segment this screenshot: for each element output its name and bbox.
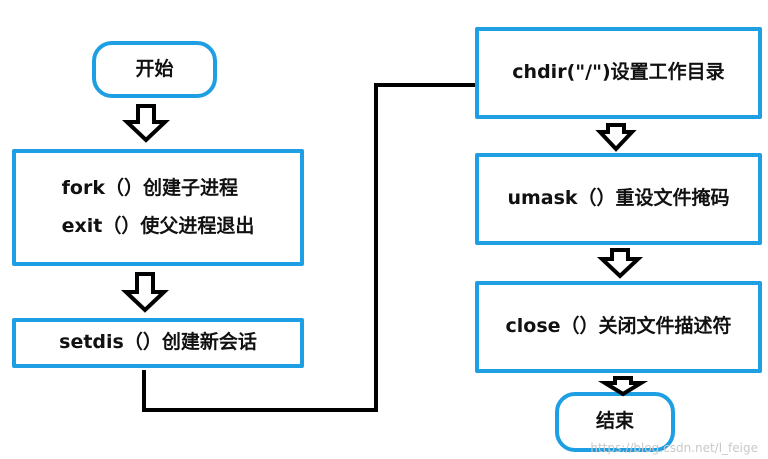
arrow-fork-to-setdis — [120, 272, 170, 313]
start-label: 开始 — [135, 57, 174, 80]
arrow-umask-to-close — [596, 248, 644, 279]
setdis-label: setdis（）创建新会话 — [59, 331, 257, 354]
chdir-label: chdir("/")设置工作目录 — [512, 61, 725, 84]
exit-line: exit（）使父进程退出 — [61, 214, 255, 237]
arrow-chdir-to-umask — [595, 123, 637, 152]
umask-label: umask（）重设文件掩码 — [507, 187, 730, 210]
close-node: close（）关闭文件描述符 — [475, 281, 762, 373]
end-label: 结束 — [595, 410, 634, 433]
arrow-start-to-fork — [121, 104, 171, 143]
start-node: 开始 — [92, 41, 217, 98]
fork-exit-node: fork（）创建子进程 exit（）使父进程退出 — [12, 149, 304, 266]
fork-line: fork（）创建子进程 — [61, 176, 238, 199]
close-label: close（）关闭文件描述符 — [505, 315, 732, 338]
watermark-text: https://blog.csdn.net/l_feige — [590, 441, 758, 455]
chdir-node: chdir("/")设置工作目录 — [475, 27, 762, 119]
umask-node: umask（）重设文件掩码 — [475, 153, 762, 245]
setdis-node: setdis（）创建新会话 — [12, 318, 304, 368]
